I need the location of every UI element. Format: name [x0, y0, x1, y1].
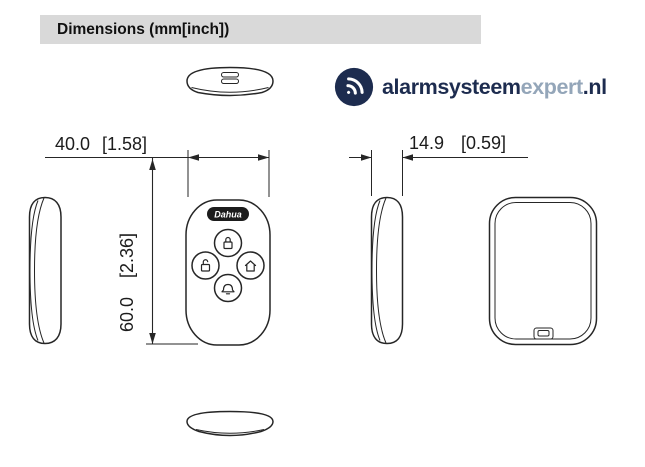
device-logo-text: Dahua: [214, 210, 242, 220]
top-view-outline: [186, 66, 274, 97]
disarm-button: [191, 251, 220, 280]
depth-mm-label: 14.9: [409, 133, 444, 153]
brand-tld: .nl: [582, 74, 607, 99]
height-arrow-down: [149, 333, 156, 344]
home-button: [236, 251, 265, 280]
battery-latch-slot: [537, 330, 550, 337]
width-arrow-left: [188, 154, 199, 161]
depth-arrow-right: [402, 154, 413, 161]
wifi-signal-icon: [334, 67, 374, 107]
back-inner-outline: [494, 202, 592, 340]
arm-button: [213, 228, 243, 258]
depth-arrow-left: [361, 154, 372, 161]
right-side-outline: [370, 196, 404, 345]
right-side-face-line-1: [371, 200, 381, 341]
front-view: Dahua: [185, 199, 271, 346]
depth-dimension: 14.9 [0.59]: [349, 133, 528, 196]
top-view: [186, 66, 274, 97]
brand-wordmark: alarmsysteemexpert.nl: [382, 75, 607, 100]
height-dimension: [2.36] 60.0: [117, 157, 198, 345]
front-body-outline: [185, 199, 271, 346]
right-side-view: [370, 196, 404, 345]
sos-button: [213, 273, 243, 303]
home-mode-icon: [244, 260, 257, 272]
section-header: Dimensions (mm[inch]): [40, 15, 481, 44]
left-side-view: [28, 196, 62, 345]
right-side-face-line-2: [375, 197, 387, 344]
page-title: Dimensions (mm[inch]): [57, 20, 230, 38]
arm-lock-icon: [223, 236, 233, 250]
top-view-edge-line: [191, 87, 269, 93]
button-cluster: [191, 228, 265, 303]
device-logo-badge: [207, 207, 249, 221]
bottom-view-outline: [186, 410, 274, 437]
bottom-view-edge-line: [195, 429, 265, 434]
back-outer-outline: [488, 196, 598, 346]
top-slot-1: [221, 72, 239, 78]
brand-name-bold: alarmsysteem: [382, 74, 521, 99]
left-side-face-line-1: [29, 200, 39, 341]
brand-name-light: expert: [520, 74, 584, 99]
width-mm-label: 40.0: [55, 134, 90, 154]
disarm-unlock-icon: [200, 259, 211, 272]
left-side-outline: [28, 196, 62, 345]
sos-bell-icon: [221, 283, 235, 295]
depth-inch-label: [0.59]: [461, 133, 506, 153]
bottom-view: [186, 410, 274, 437]
height-arrow-up: [149, 159, 156, 170]
width-inch-label: [1.58]: [102, 134, 147, 154]
brand-logo: alarmsysteemexpert.nl: [333, 66, 607, 108]
back-view: [488, 196, 598, 346]
width-dimension: 40.0 [1.58]: [45, 134, 270, 197]
width-arrow-right: [258, 154, 269, 161]
left-side-face-line-2: [33, 197, 45, 344]
height-inch-label: [2.36]: [117, 233, 137, 278]
height-mm-label: 60.0: [117, 297, 137, 332]
battery-latch: [533, 327, 554, 340]
top-slot-2: [221, 78, 239, 84]
